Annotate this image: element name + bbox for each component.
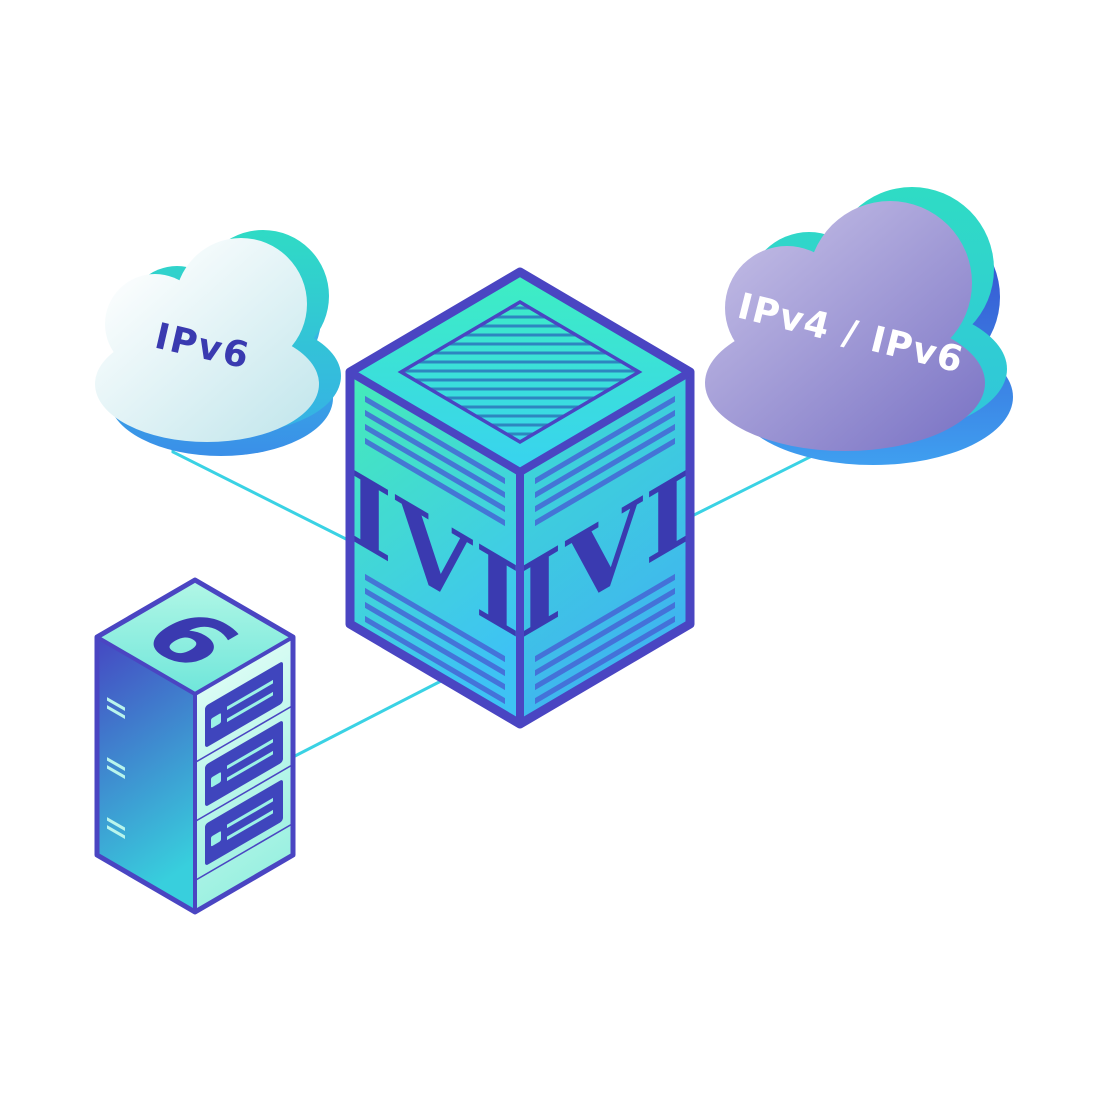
ipv6-server-rack: 6 (94, 577, 296, 915)
ivi-translator-box: IVI IVI (345, 267, 695, 729)
server-edges (94, 577, 296, 915)
server-drawer (205, 662, 283, 747)
box-left-stripes (365, 395, 505, 705)
server-handles (107, 697, 125, 840)
box-top-inner-border (397, 299, 643, 445)
server-drawer (205, 721, 283, 806)
ipv6-cloud: IPv6 (95, 230, 341, 456)
server-drawer (205, 780, 283, 865)
connection-line-server (292, 677, 446, 759)
box-edges (345, 267, 695, 729)
server-drawers (195, 662, 293, 882)
box-right-stripes (535, 395, 675, 705)
ipv4-ipv6-cloud: IPv4 / IPv6 (705, 187, 1013, 465)
